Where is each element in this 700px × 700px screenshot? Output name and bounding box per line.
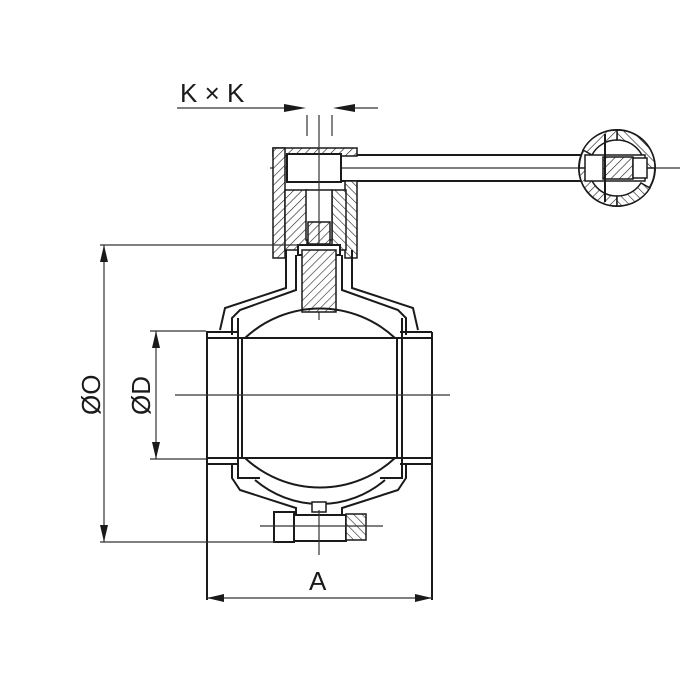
valve-body [206,307,433,600]
dimension-o: ØO [76,244,300,543]
dimension-d: ØD [126,330,206,460]
label-d: ØD [126,376,156,415]
valve-stem [219,244,419,335]
dimension-a: A [207,566,432,602]
lever-handle [270,129,680,207]
handle-hub [272,115,358,320]
label-a: A [309,566,327,596]
label-o: ØO [76,375,106,415]
bottom-bolt [260,510,383,555]
dimension-kxk: K × K [177,78,378,136]
label-kxk: K × K [180,78,245,108]
